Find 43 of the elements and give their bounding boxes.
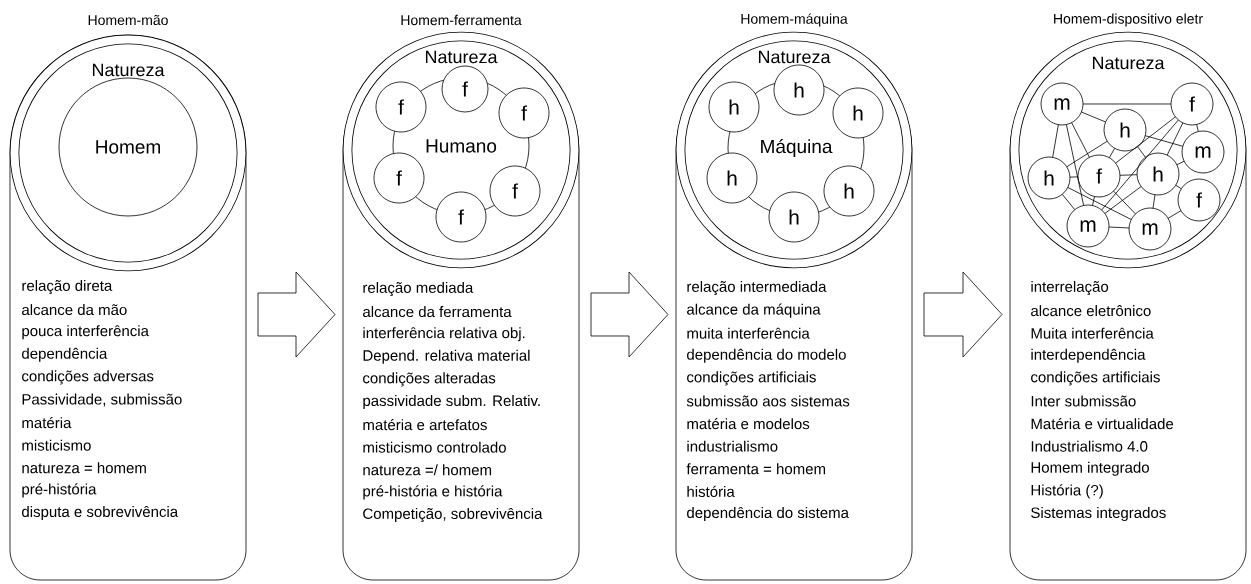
connector-line — [1166, 122, 1184, 156]
block-arrow — [590, 271, 669, 358]
connector-line — [1108, 147, 1116, 159]
connector-line — [1137, 146, 1146, 158]
block-arrow — [923, 271, 1003, 358]
connector-line — [1067, 187, 1132, 220]
connector-line — [1081, 111, 1106, 123]
heading: Homem-máquina — [741, 13, 848, 27]
connector-line — [1152, 194, 1156, 209]
node-label: pré-história — [22, 483, 97, 498]
connector-line — [1196, 124, 1199, 132]
node-label: Passividade, submissão — [22, 393, 182, 407]
connector-line — [1061, 193, 1076, 211]
connector-line — [1167, 210, 1182, 219]
connector-line — [1144, 135, 1184, 147]
connector-line — [1101, 119, 1179, 211]
heading: Homem-mão — [88, 14, 168, 26]
connector-line — [1052, 124, 1059, 158]
node-label: natureza = homem — [22, 462, 146, 474]
connector-line — [1175, 184, 1182, 190]
connector-line — [1108, 226, 1130, 229]
connector-line — [1066, 140, 1108, 168]
block-arrow — [257, 271, 336, 358]
node-label: relação direta — [22, 279, 113, 295]
connector-line — [1113, 190, 1136, 215]
connector-line — [1115, 116, 1176, 164]
connector-line — [1092, 196, 1095, 206]
connector-line — [1119, 174, 1138, 176]
connector-line — [1176, 160, 1185, 166]
connector-line — [1069, 176, 1079, 178]
connector-line — [1082, 103, 1172, 105]
node-label: dependência — [22, 347, 108, 362]
node-label: condições adversas — [22, 370, 154, 385]
node-label: pouca interferência — [22, 325, 149, 340]
node-label: matéria — [22, 417, 72, 429]
node-label: alcance da mão — [22, 304, 127, 316]
heading: Homem-ferramenta — [401, 14, 522, 26]
connector-line — [1071, 122, 1090, 158]
heading: Homem-dispositivo eletr — [1054, 13, 1203, 27]
connector-line — [1104, 186, 1142, 214]
connector-line — [1066, 124, 1085, 206]
node-label: misticismo — [22, 439, 91, 451]
node-label: disputa e sobrevivência — [22, 505, 179, 521]
